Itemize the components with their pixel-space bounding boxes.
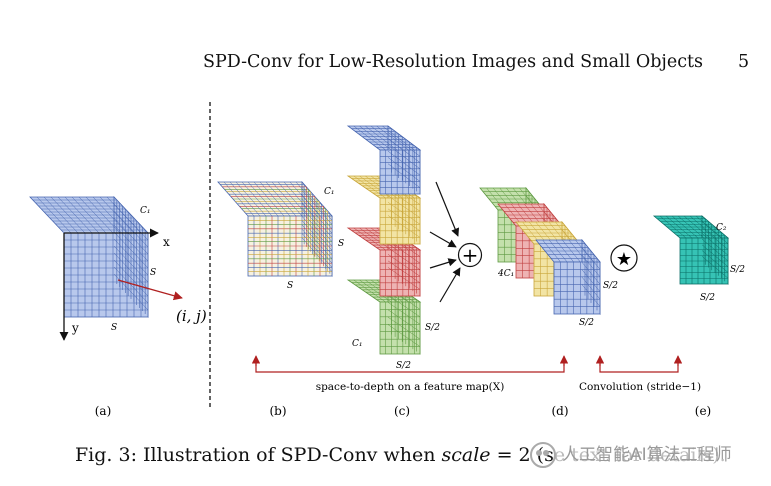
caption-prefix: Fig. 3: Illustration of SPD-Conv when xyxy=(75,444,442,466)
merge-arrow-green xyxy=(439,267,461,303)
panel-d-s2-right: S/2 xyxy=(603,281,618,291)
panel-b-s-bottom: S xyxy=(287,281,293,291)
wechat-icon xyxy=(530,442,556,468)
panel-a-c1: C₁ xyxy=(140,206,151,216)
axis-y-label: y xyxy=(71,321,79,335)
panel-label-e: (e) xyxy=(695,404,711,418)
panel-d-4c1: 4C₁ xyxy=(497,269,514,279)
feature-map-cubes xyxy=(29,125,730,355)
panel-e-s2-right: S/2 xyxy=(730,265,745,275)
panel-e-c2: C₂ xyxy=(716,223,727,233)
running-title: SPD-Conv for Low-Resolution Images and S… xyxy=(203,52,704,72)
spd-label: space-to-depth on a feature map(X) xyxy=(316,381,505,393)
merge-arrow-yellow xyxy=(429,231,457,248)
cube-input-b xyxy=(217,180,333,278)
panel-a-s-right: S xyxy=(150,268,156,278)
panel-c-s2-bottom: S/2 xyxy=(396,361,411,371)
panel-d-s2-bottom: S/2 xyxy=(579,318,594,328)
panel-b-s-left: S xyxy=(338,239,344,249)
axis-x-label: x xyxy=(163,235,170,249)
page-number: 5 xyxy=(738,52,750,72)
sum-operator-circle xyxy=(457,242,483,268)
merge-arrow-blue xyxy=(435,181,460,237)
cube-stack-blue xyxy=(535,238,601,316)
conv-label: Convolution (stride−1) xyxy=(579,381,701,393)
panel-b-c1: C₁ xyxy=(324,187,335,197)
panel-e-s2-bottom: S/2 xyxy=(700,293,715,303)
sum-operator-icon: + xyxy=(462,243,479,267)
caption-math: scale xyxy=(441,444,491,466)
panel-label-d: (d) xyxy=(551,404,568,418)
cube-output-e xyxy=(652,215,730,285)
caption-tail: e text for details). xyxy=(553,444,726,466)
cube-sub-green xyxy=(346,279,422,355)
cube-sub-blue xyxy=(346,125,422,195)
panel-c-s2-right: S/2 xyxy=(425,323,440,333)
star-icon: ★ xyxy=(616,249,632,270)
page-header: SPD-Conv for Low-Resolution Images and S… xyxy=(0,52,771,76)
conv-operator-circle xyxy=(610,244,638,272)
panel-c-c1: C₁ xyxy=(352,339,363,349)
panel-label-a: (a) xyxy=(95,404,112,418)
merge-arrow-red xyxy=(429,258,457,269)
panel-label-b: (b) xyxy=(269,404,286,418)
panel-a-s-bottom: S xyxy=(111,323,117,333)
conv-bracket xyxy=(599,358,679,373)
coord-arrow xyxy=(117,279,183,301)
watermark-text: 人工智能AI算法工程师 xyxy=(562,445,732,465)
panel-label-c: (c) xyxy=(394,404,410,418)
watermark: 人工智能AI算法工程师 xyxy=(530,440,732,468)
cube-input-a xyxy=(29,195,149,319)
coord-label: (i, j) xyxy=(176,307,207,325)
